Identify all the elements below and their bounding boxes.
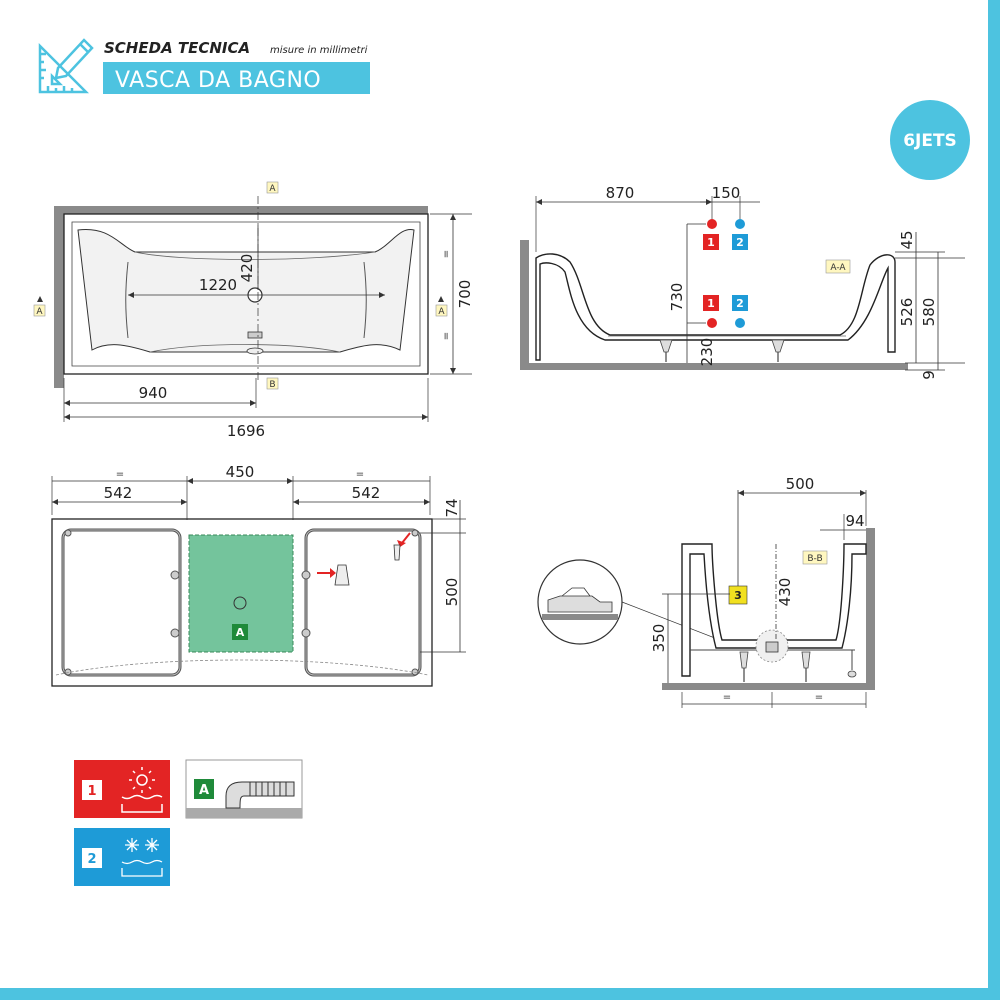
marker-three: 3 (734, 589, 742, 602)
legend-cold-water: 2 (74, 828, 170, 886)
drain-zone-label: A (236, 626, 245, 639)
dim-side-526: 526 (898, 298, 916, 327)
dim-equal-lower: = (441, 332, 452, 340)
bottom-view: A = = 542 450 542 74 500 (51, 463, 466, 687)
dim-end-500: 500 (786, 475, 815, 493)
section-tag-a-left: A (36, 307, 43, 317)
dim-drain-offset: 940 (139, 384, 168, 402)
dim-inner-length: 1220 (199, 276, 237, 294)
dim-bottom-center: 450 (226, 463, 255, 481)
ruler-pencil-icon (38, 38, 94, 94)
dim-bottom-right: 542 (352, 484, 381, 502)
dim-end-350: 350 (650, 624, 668, 653)
dim-depth: 700 (456, 280, 474, 309)
sheet-subtitle: misure in millimetri (270, 45, 368, 56)
dim-side-230: 230 (698, 338, 716, 367)
legend-drain-pipe: A (185, 759, 303, 819)
dim-bottom-left: 542 (104, 484, 133, 502)
section-tag-b: B (269, 380, 275, 390)
dim-side-580: 580 (920, 298, 938, 327)
dim-side-9: 9 (920, 370, 938, 380)
sheet-title: SCHEDA TECNICA (104, 39, 250, 57)
dim-side-45: 45 (898, 230, 916, 249)
legend-drain-letter: A (199, 783, 209, 798)
dim-equal-upper: = (441, 250, 452, 258)
dim-end-94: 94 (845, 512, 864, 530)
dim-end-equal-left: = (723, 692, 731, 703)
section-label-bb: B-B (807, 554, 822, 564)
dim-half-width: 420 (238, 254, 256, 283)
snowflake-water-icon (121, 838, 163, 877)
side-section-aa: 870 150 1 2 1 2 730 230 45 526 580 9 A-A (520, 184, 965, 380)
marker-cold-upper: 2 (736, 236, 744, 249)
top-view: 1220 420 700 = = 940 1696 A B A A (33, 181, 474, 440)
dim-side-730: 730 (668, 283, 686, 312)
sun-water-icon (121, 767, 163, 813)
product-name: VASCA DA BAGNO (115, 68, 321, 93)
marker-hot-upper: 1 (707, 236, 715, 249)
legend-hot-water: 1 (74, 760, 170, 818)
legend-hot-number: 1 (87, 784, 96, 799)
dim-bottom-500: 500 (443, 578, 461, 607)
jets-badge-label: 6JETS (903, 131, 957, 151)
legend-cold-number: 2 (87, 852, 96, 867)
jets-badge (890, 100, 970, 180)
section-tag-a-right: A (438, 307, 445, 317)
dim-side-870: 870 (606, 184, 635, 202)
dim-bottom-equal-right: = (356, 469, 364, 480)
dim-total-length: 1696 (227, 422, 265, 440)
dim-bottom-74: 74 (443, 498, 461, 517)
marker-cold-lower: 2 (736, 297, 744, 310)
drain-pipe-icon (225, 781, 295, 809)
dim-end-equal-right: = (815, 692, 823, 703)
dim-bottom-equal-left: = (116, 469, 124, 480)
end-section-bb: 3 500 94 430 350 = = B-B (537, 475, 875, 708)
marker-hot-lower: 1 (707, 297, 715, 310)
section-label-aa: A-A (830, 263, 846, 273)
section-tag-a-top: A (269, 184, 276, 194)
product-banner (103, 62, 370, 94)
dim-end-430: 430 (776, 578, 794, 607)
dim-side-150: 150 (712, 184, 741, 202)
